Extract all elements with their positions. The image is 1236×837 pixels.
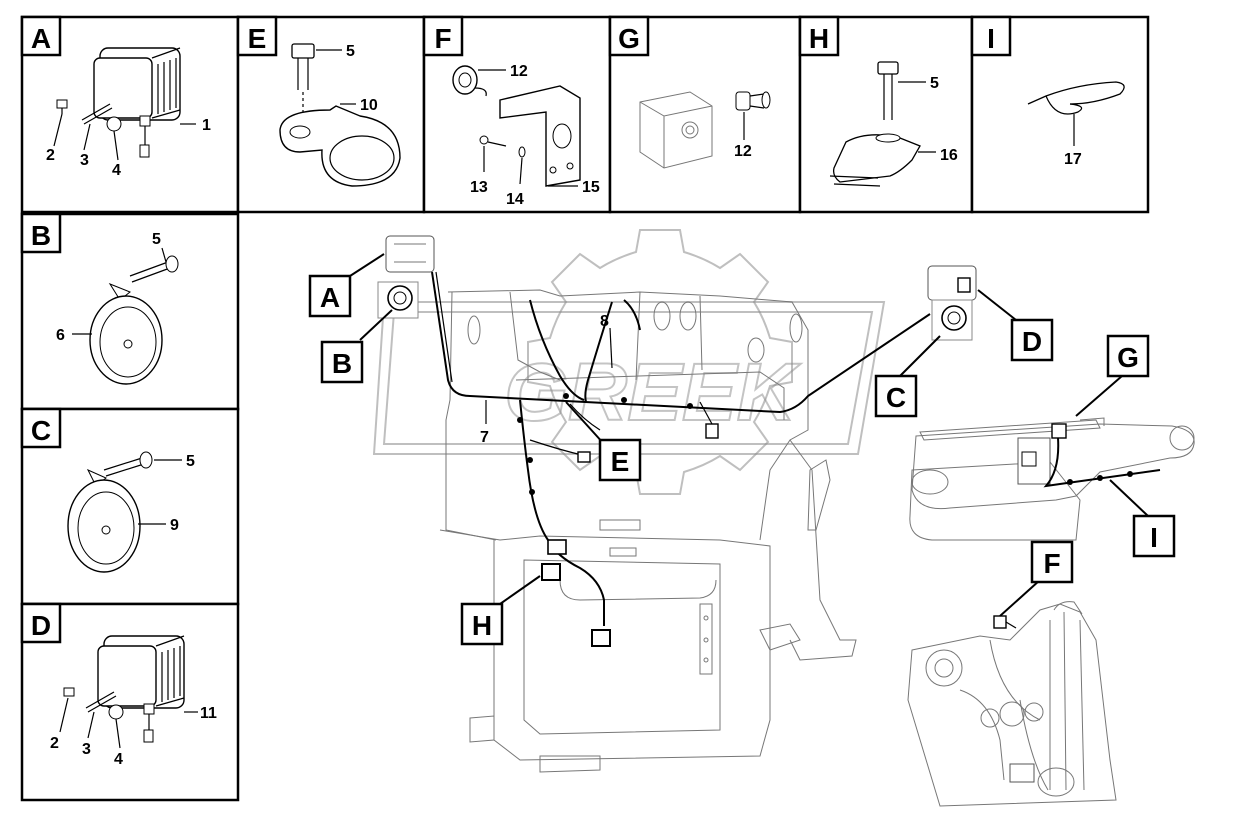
panel-f: F 12 13 14 15 bbox=[422, 15, 612, 214]
callout-13: 13 bbox=[470, 179, 488, 196]
panel-c-letter: C bbox=[31, 415, 51, 446]
bulb-icon bbox=[108, 704, 124, 720]
svg-text:A: A bbox=[320, 282, 340, 313]
callout-16: 16 bbox=[940, 147, 958, 164]
locator-a: A bbox=[308, 253, 385, 318]
mounted-relay-a-icon bbox=[385, 235, 435, 273]
locator-g: G bbox=[1075, 334, 1150, 417]
pin-icon bbox=[81, 103, 113, 125]
callout-5: 5 bbox=[930, 75, 939, 92]
clamp-icon bbox=[279, 105, 401, 187]
callout-15: 15 bbox=[582, 179, 600, 196]
callout-1: 1 bbox=[202, 117, 211, 134]
locator-i: I bbox=[1109, 479, 1176, 558]
callout-5: 5 bbox=[346, 43, 355, 60]
mounted-horn-c-icon bbox=[931, 299, 973, 341]
panel-b-letter: B bbox=[31, 220, 51, 251]
panel-i: I 17 bbox=[970, 15, 1150, 214]
pin-icon bbox=[85, 691, 117, 713]
panel-a-letter: A bbox=[31, 23, 51, 54]
mounted-relay-d-icon bbox=[927, 265, 977, 301]
callout-5: 5 bbox=[152, 231, 161, 248]
locator-f: F bbox=[999, 540, 1074, 617]
callout-11: 11 bbox=[200, 705, 217, 722]
callout-12: 12 bbox=[734, 143, 752, 160]
callout-5: 5 bbox=[186, 453, 195, 470]
panel-d: D 11 2 3 4 bbox=[20, 602, 240, 802]
screw-icon bbox=[479, 135, 507, 147]
panel-a-letter-box bbox=[20, 15, 62, 57]
relay-icon bbox=[93, 47, 181, 158]
bolt-icon bbox=[877, 61, 899, 120]
callout-14: 14 bbox=[506, 191, 524, 208]
panel-h: H 5 16 bbox=[798, 15, 974, 214]
locator-h: H bbox=[460, 575, 541, 646]
locator-c: C bbox=[874, 335, 941, 418]
panel-e-letter: E bbox=[248, 23, 267, 54]
horn-icon bbox=[67, 468, 141, 573]
panel-g: G 12 bbox=[608, 15, 802, 214]
main-frame-drawing bbox=[439, 289, 857, 773]
callout-7: 7 bbox=[480, 429, 489, 446]
cable-tie-icon bbox=[1027, 81, 1125, 115]
callout-4: 4 bbox=[114, 751, 123, 768]
panel-b: B 5 6 bbox=[20, 212, 240, 411]
detail-lower-assembly bbox=[907, 601, 1117, 807]
panel-c: C 5 9 bbox=[20, 407, 240, 606]
watermark-gear-icon bbox=[372, 229, 886, 495]
panel-a: A 1 2 3 4 bbox=[20, 15, 240, 214]
svg-text:F: F bbox=[1043, 548, 1060, 579]
svg-text:I: I bbox=[1150, 522, 1158, 553]
grommet-icon bbox=[452, 65, 487, 97]
washer-icon bbox=[518, 146, 526, 158]
locator-e: E bbox=[565, 401, 642, 482]
callout-2: 2 bbox=[50, 735, 59, 752]
bracket-icon bbox=[499, 85, 581, 187]
callout-8: 8 bbox=[600, 313, 609, 330]
callout-3: 3 bbox=[82, 741, 91, 758]
panel-d-letter: D bbox=[31, 610, 51, 641]
svg-text:B: B bbox=[332, 348, 352, 379]
screw-icon bbox=[63, 687, 75, 697]
svg-text:G: G bbox=[1117, 342, 1139, 373]
callout-6: 6 bbox=[56, 327, 65, 344]
clip-bracket-icon bbox=[829, 133, 921, 187]
switch-housing-icon bbox=[639, 91, 713, 169]
bulb-icon bbox=[735, 91, 771, 111]
panel-f-letter: F bbox=[434, 23, 451, 54]
watermark-text: GREEK bbox=[504, 347, 801, 438]
callout-17: 17 bbox=[1064, 151, 1082, 168]
svg-text:C: C bbox=[886, 382, 906, 413]
detail-boom-cylinder bbox=[909, 417, 1195, 541]
svg-text:D: D bbox=[1022, 326, 1042, 357]
panel-e: E 5 10 bbox=[236, 15, 426, 214]
mounted-horn-b-icon bbox=[377, 281, 419, 319]
panel-h-letter: H bbox=[809, 23, 829, 54]
svg-text:H: H bbox=[472, 610, 492, 641]
panel-g-letter: G bbox=[618, 23, 640, 54]
callout-2: 2 bbox=[46, 147, 55, 164]
horn-icon bbox=[89, 282, 163, 385]
bolt-icon bbox=[129, 255, 179, 283]
bolt-icon bbox=[103, 451, 153, 477]
callout-12: 12 bbox=[510, 63, 528, 80]
callout-3: 3 bbox=[80, 152, 89, 169]
bulb-icon bbox=[106, 116, 122, 132]
screw-icon bbox=[56, 99, 68, 114]
locator-b: B bbox=[320, 309, 393, 384]
callout-4: 4 bbox=[112, 162, 121, 179]
relay-icon bbox=[97, 635, 185, 743]
callout-9: 9 bbox=[170, 517, 179, 534]
callout-10: 10 bbox=[360, 97, 378, 114]
svg-text:E: E bbox=[611, 446, 630, 477]
panel-i-letter: I bbox=[987, 23, 995, 54]
wiring-harness bbox=[431, 271, 931, 647]
locator-d: D bbox=[977, 289, 1054, 362]
